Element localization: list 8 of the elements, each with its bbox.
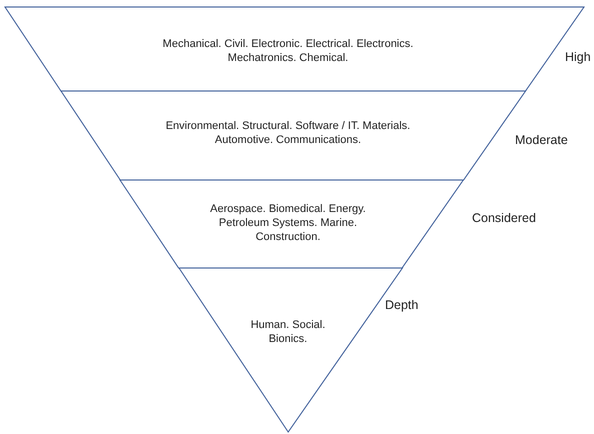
level-label: High: [565, 50, 591, 64]
level-label: Depth: [385, 298, 418, 312]
level-label: Moderate: [515, 133, 568, 147]
tier-text: Human. Social. Bionics.: [250, 318, 326, 346]
tier-text: Environmental. Structural. Software / IT. Materials. Automotive. Communications.: [164, 119, 412, 147]
tier-text: Mechanical. Civil. Electronic. Electrical. Electronics. Mechatronics. Chemical.: [162, 37, 414, 65]
tier-text: Aerospace. Biomedical. Energy. Petroleum Systems. Marine. Construction.: [209, 202, 367, 244]
level-label: Considered: [472, 211, 536, 225]
